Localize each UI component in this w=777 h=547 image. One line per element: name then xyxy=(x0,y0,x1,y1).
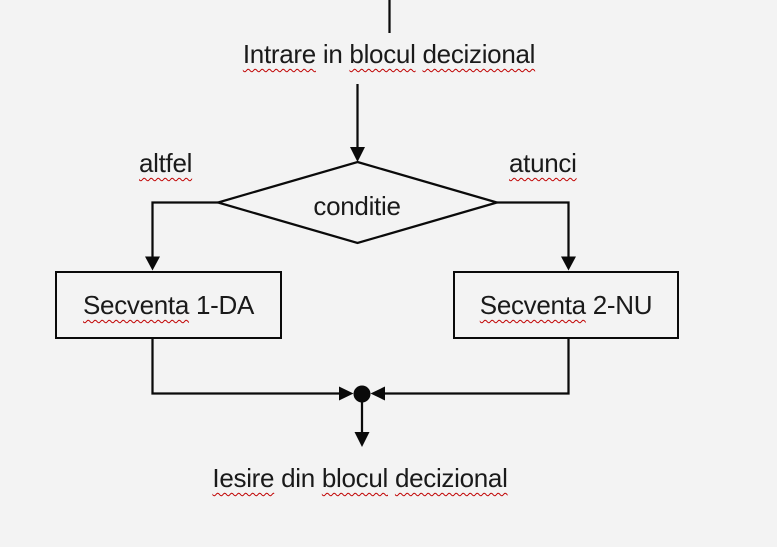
word: in xyxy=(322,39,343,69)
atunci-branch-line xyxy=(497,201,570,258)
word: blocul xyxy=(349,39,416,69)
branch-right-label: atunci xyxy=(509,150,577,176)
merge-junction-dot xyxy=(353,385,371,403)
word: atunci xyxy=(509,148,577,178)
right-merge-arrowhead xyxy=(370,386,385,401)
sequence-box-nu-label: Secventa 2-NU xyxy=(479,290,653,320)
right-merge-line xyxy=(384,339,570,395)
word: decizional xyxy=(394,463,508,493)
word: conditie xyxy=(313,191,401,221)
entry-arrowhead xyxy=(350,147,365,162)
word: 1-DA xyxy=(195,290,254,320)
word: din xyxy=(281,463,315,493)
word: Iesire xyxy=(212,463,275,493)
word: Secventa xyxy=(479,290,586,320)
atunci-branch-arrowhead xyxy=(561,256,576,271)
condition-label: conditie xyxy=(257,193,457,219)
left-merge-line xyxy=(151,339,340,395)
word: decizional xyxy=(422,39,536,69)
sequence-box-da: Secventa 1-DA xyxy=(55,271,282,339)
branch-left-label: altfel xyxy=(139,150,192,176)
left-merge-arrowhead xyxy=(339,386,354,401)
word: Intrare xyxy=(242,39,316,69)
word: altfel xyxy=(139,148,193,178)
word: 2-NU xyxy=(592,290,653,320)
word: blocul xyxy=(321,463,388,493)
decision-diamond xyxy=(213,160,502,245)
word: Secventa xyxy=(83,290,190,320)
exit-arrowhead xyxy=(354,432,370,447)
entry-label: Intrare in blocul decizional xyxy=(189,41,589,67)
altfel-branch-arrowhead xyxy=(145,256,160,271)
sequence-box-nu: Secventa 2-NU xyxy=(453,271,679,339)
sequence-box-da-label: Secventa 1-DA xyxy=(83,292,254,318)
exit-label: Iesire din blocul decizional xyxy=(160,465,560,491)
altfel-branch-line xyxy=(151,201,218,258)
